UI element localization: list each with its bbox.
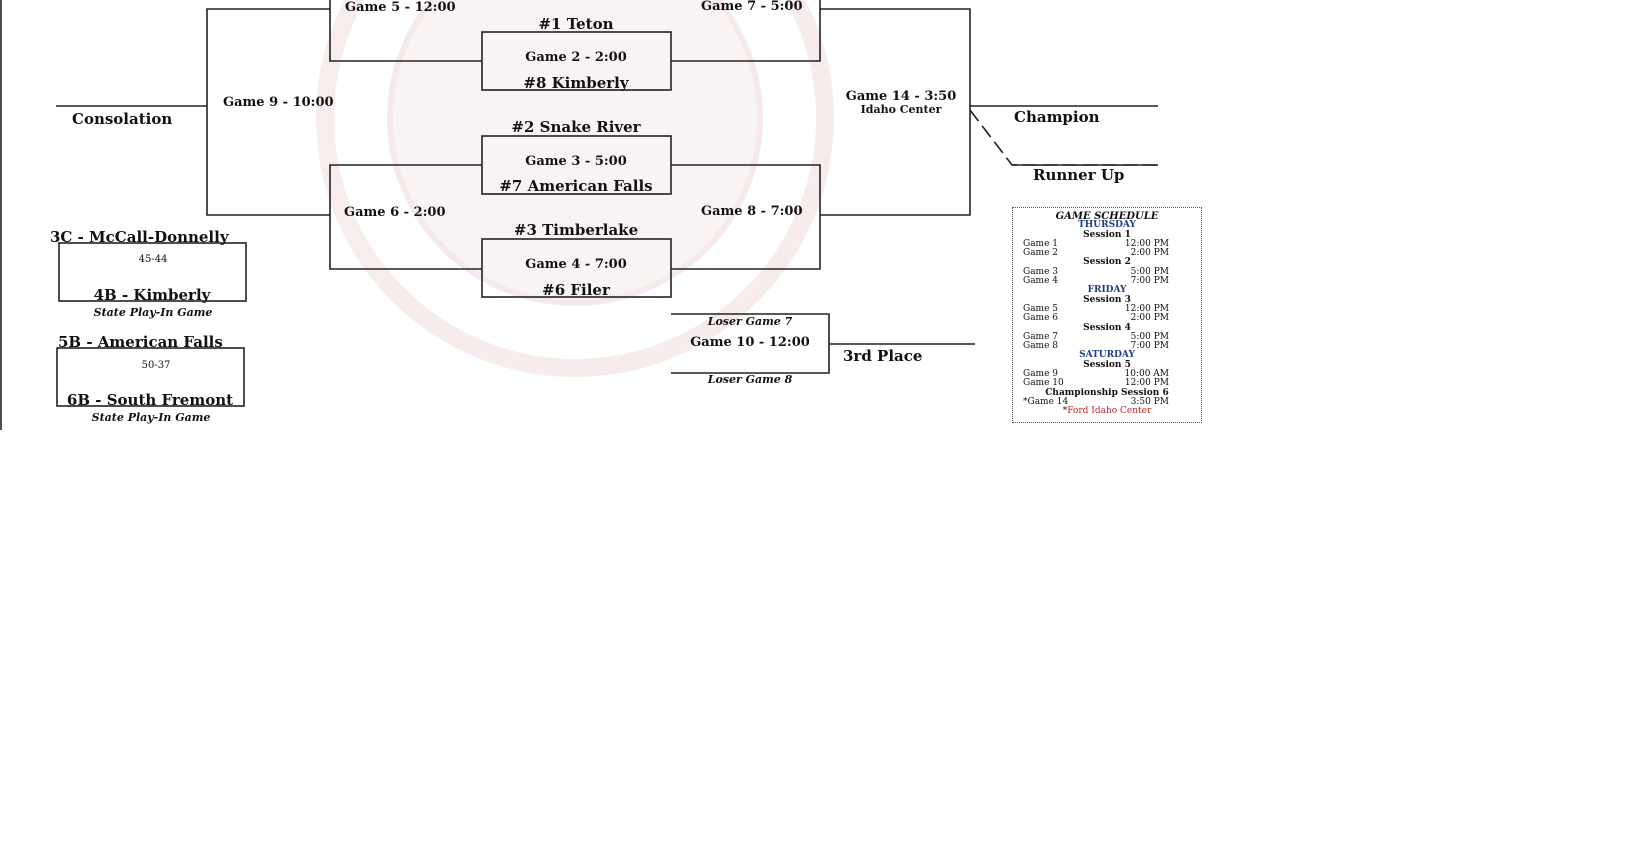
schedule-session3: Session 3	[1083, 294, 1131, 305]
playin1-top-team: 3C - McCall-Donnelly	[50, 228, 229, 246]
third-place-label: 3rd Place	[843, 347, 923, 365]
seed7-team: #7 American Falls	[499, 177, 653, 195]
seed1-team: #1 Teton	[538, 15, 614, 33]
seed3-team: #3 Timberlake	[513, 221, 639, 239]
schedule-title: GAME SCHEDULE	[1055, 211, 1159, 222]
schedule-session2: Session 2	[1083, 257, 1131, 268]
seed6-team: #6 Filer	[542, 281, 610, 299]
seed2-team: #2 Snake River	[511, 118, 641, 136]
playin1-score: 45-44	[138, 254, 168, 265]
game14-venue: Idaho Center	[860, 103, 942, 116]
champion-label: Champion	[1014, 108, 1100, 126]
game6-label: Game 6 - 2:00	[344, 205, 446, 220]
playin2-top-team: 5B - American Falls	[58, 333, 223, 351]
runner-up-label: Runner Up	[1033, 166, 1125, 184]
playin2-caption: State Play-In Game	[91, 411, 211, 424]
loser-game8-label: Loser Game 8	[707, 373, 793, 386]
game8-label: Game 8 - 7:00	[701, 204, 803, 219]
playin1-bottom-team: 4B - Kimberly	[93, 286, 211, 304]
schedule-saturday: SATURDAY	[1079, 350, 1135, 361]
playin1-caption: State Play-In Game	[93, 306, 213, 319]
game7-label: Game 7 - 5:00	[701, 0, 803, 14]
game9-label: Game 9 - 10:00	[223, 95, 334, 110]
schedule-thursday: THURSDAY	[1078, 220, 1136, 231]
schedule-session1: Session 1	[1083, 229, 1131, 240]
game5-label: Game 5 - 12:00	[345, 0, 456, 15]
schedule-session4: Session 4	[1083, 322, 1131, 333]
game2-label: Game 2 - 2:00	[525, 50, 627, 65]
consolation-label: Consolation	[72, 110, 173, 128]
playin2-score: 50-37	[141, 360, 171, 371]
playin2-bottom-team: 6B - South Fremont	[66, 391, 234, 409]
schedule-venue: *Ford Idaho Center	[1062, 406, 1152, 417]
schedule-session5: Session 5	[1083, 359, 1131, 370]
bracket-lines	[0, 0, 1158, 430]
game10-label: Game 10 - 12:00	[690, 335, 810, 350]
seed8-team: #8 Kimberly	[523, 74, 629, 92]
game14-label: Game 14 - 3:50	[845, 89, 957, 104]
schedule-friday: FRIDAY	[1087, 285, 1127, 296]
game4-label: Game 4 - 7:00	[525, 257, 627, 272]
loser-game7-label: Loser Game 7	[707, 315, 793, 328]
game3-label: Game 3 - 5:00	[525, 154, 627, 169]
schedule-session6: Championship Session 6	[1045, 387, 1169, 398]
